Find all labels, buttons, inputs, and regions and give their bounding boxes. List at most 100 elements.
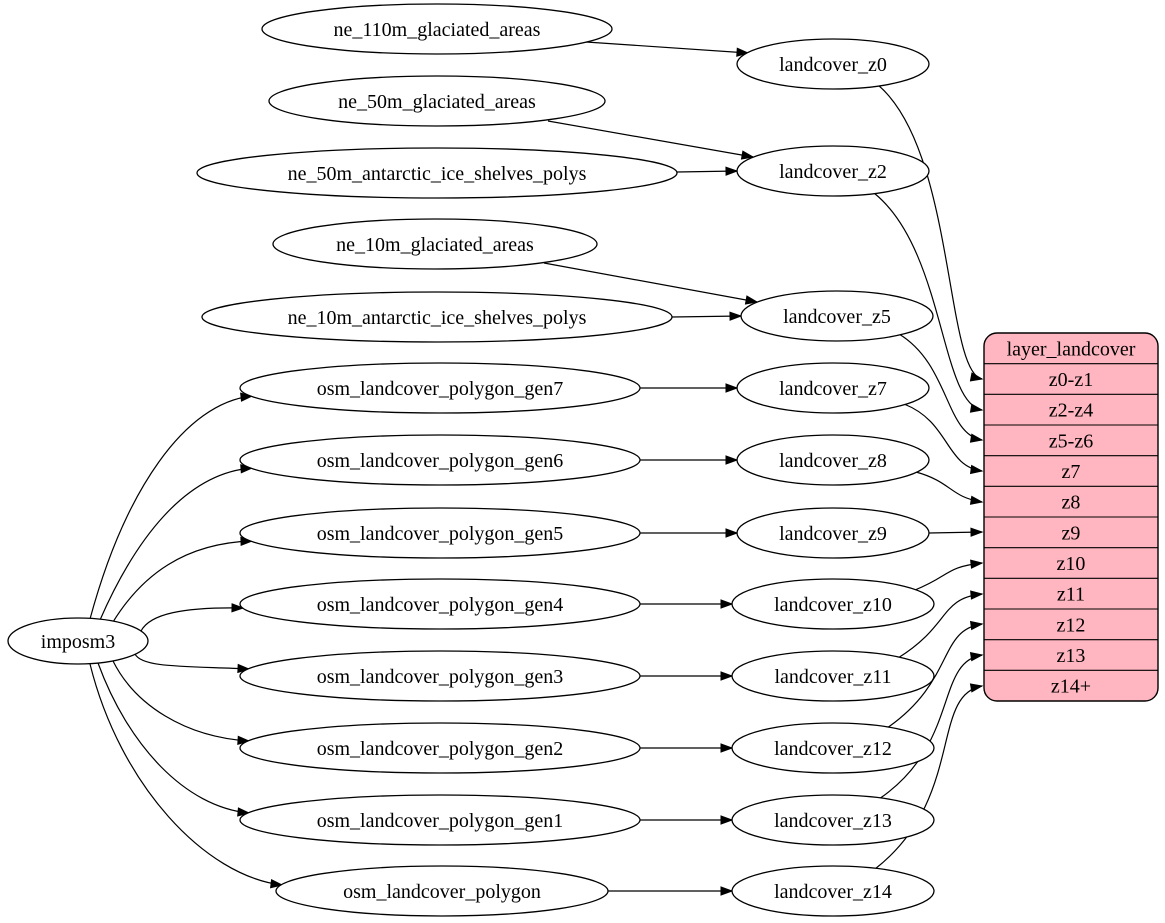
node-ne_10m_glaciated_areas: ne_10m_glaciated_areas xyxy=(272,218,598,270)
node-ne_110m_glaciated_areas-shape xyxy=(261,3,613,55)
node-osm_landcover_polygon_gen3-shape xyxy=(239,650,641,702)
arrowhead__edge__ne_50m_glaciated_areas__landcover_z2 xyxy=(740,150,755,160)
node-landcover_z13-label: landcover_z13 xyxy=(774,810,892,832)
edge__landcover_z2__layer_landcover:z2-z4 xyxy=(873,192,983,411)
node-landcover_z12: landcover_z12 xyxy=(731,722,935,774)
node-landcover_z2-label: landcover_z2 xyxy=(779,161,887,183)
edge__imposm3__osm_landcover_polygon_gen5 xyxy=(112,540,253,623)
node-imposm3-label: imposm3 xyxy=(41,631,115,653)
record-node-layer_landcover: layer_landcover z0-z1 z2-z4 z5-z6 z7 z8 z9 z10 z… xyxy=(983,332,1159,702)
node-ne_50m_antarctic_ice_shelves_polys: ne_50m_antarctic_ice_shelves_polys xyxy=(196,147,678,199)
node-landcover_z9-shape xyxy=(736,507,930,559)
edge__imposm3__osm_landcover_polygon_gen2 xyxy=(112,660,250,742)
node-ne_50m_glaciated_areas-shape xyxy=(268,75,606,127)
edge__imposm3__osm_landcover_polygon_gen6 xyxy=(99,467,253,621)
node-osm_landcover_polygon_gen4: osm_landcover_polygon_gen4 xyxy=(239,578,641,630)
node-osm_landcover_polygon_gen1-shape xyxy=(239,794,641,846)
edge__ne_10m_antarctic_ice_shelves_polys__landcover_z5 xyxy=(671,315,742,318)
node-landcover_z10: landcover_z10 xyxy=(731,578,935,630)
arrowhead__edge__landcover_z10__layer_landcover:z10 xyxy=(970,559,984,569)
edge__landcover_z12__layer_landcover:z12 xyxy=(886,623,983,729)
node-landcover_z8-label: landcover_z8 xyxy=(779,450,887,472)
edge__landcover_z0__layer_landcover:z0-z1 xyxy=(877,84,983,380)
node-ne_10m_antarctic_ice_shelves_polys: ne_10m_antarctic_ice_shelves_polys xyxy=(201,291,673,343)
arrowhead__edge__osm_landcover_polygon_gen6__landcover_z8 xyxy=(725,455,739,465)
record-row-z7: z7 xyxy=(1062,461,1081,483)
node-osm_landcover_polygon_gen4-shape xyxy=(239,578,641,630)
arrowhead__edge__osm_landcover_polygon__landcover_z14 xyxy=(720,886,734,896)
edge__ne_10m_glaciated_areas__landcover_z5 xyxy=(543,262,758,303)
node-landcover_z13: landcover_z13 xyxy=(731,794,935,846)
arrowhead__edge__ne_110m_glaciated_areas__landcover_z0 xyxy=(736,47,750,57)
node-landcover_z7-shape xyxy=(736,362,930,414)
record-row-z2-z4: z2-z4 xyxy=(1049,400,1093,422)
node-landcover_z11: landcover_z11 xyxy=(731,650,935,702)
node-landcover_z9: landcover_z9 xyxy=(736,507,930,559)
arrowhead__edge__landcover_z0__layer_landcover:z0-z1 xyxy=(969,372,984,382)
node-imposm3: imposm3 xyxy=(7,617,149,665)
record-row-z13: z13 xyxy=(1057,645,1086,667)
arrowhead__edge__ne_10m_antarctic_ice_shelves_polys__landcover_z5 xyxy=(729,311,743,321)
node-osm_landcover_polygon-shape xyxy=(275,865,609,917)
arrowhead__edge__landcover_z7__layer_landcover:z7 xyxy=(969,464,984,475)
node-landcover_z5-shape xyxy=(740,290,934,342)
arrowhead__edge__ne_10m_glaciated_areas__landcover_z5 xyxy=(744,295,759,305)
node-landcover_z5-label: landcover_z5 xyxy=(783,306,891,328)
record-row-z9: z9 xyxy=(1062,522,1081,544)
arrowhead__edge__landcover_z11__layer_landcover:z11 xyxy=(970,590,984,600)
record-row-z11: z11 xyxy=(1057,584,1085,606)
arrowhead__edge__osm_landcover_polygon_gen7__landcover_z7 xyxy=(725,383,739,393)
edge__imposm3__osm_landcover_polygon_gen4 xyxy=(140,607,244,632)
node-landcover_z2-shape xyxy=(736,145,930,197)
node-ne_110m_glaciated_areas: ne_110m_glaciated_areas xyxy=(261,3,613,55)
node-landcover_z0-label: landcover_z0 xyxy=(779,54,887,76)
record-row-z8: z8 xyxy=(1062,492,1081,514)
arrowhead__edge__landcover_z9__layer_landcover:z9 xyxy=(970,527,984,537)
node-landcover_z14-label: landcover_z14 xyxy=(774,881,892,903)
arrowhead__edge__osm_landcover_polygon_gen3__landcover_z11 xyxy=(720,671,734,681)
node-osm_landcover_polygon_gen5-label: osm_landcover_polygon_gen5 xyxy=(317,523,564,545)
node-landcover_z2: landcover_z2 xyxy=(736,145,930,197)
node-osm_landcover_polygon_gen6-shape xyxy=(239,434,641,486)
node-landcover_z0-shape xyxy=(736,38,930,90)
node-imposm3-shape xyxy=(7,617,149,665)
node-landcover_z9-label: landcover_z9 xyxy=(779,523,887,545)
edge__imposm3__osm_landcover_polygon_gen1 xyxy=(97,662,250,814)
edge__landcover_z14__layer_landcover:z14+ xyxy=(874,685,983,870)
arrowhead__edge__osm_landcover_polygon_gen5__landcover_z9 xyxy=(725,528,739,538)
node-landcover_z14-shape xyxy=(731,865,935,917)
node-ne_110m_glaciated_areas-label: ne_110m_glaciated_areas xyxy=(334,19,541,41)
arrowhead__edge__imposm3__osm_landcover_polygon xyxy=(270,878,284,889)
node-osm_landcover_polygon: osm_landcover_polygon xyxy=(275,865,609,917)
record-row-z10: z10 xyxy=(1057,553,1086,575)
edge__landcover_z5__layer_landcover:z5-z6 xyxy=(898,333,983,441)
node-osm_landcover_polygon_gen3-label: osm_landcover_polygon_gen3 xyxy=(317,666,564,688)
arrowhead__edge__landcover_z5__layer_landcover:z5-z6 xyxy=(969,433,984,443)
node-landcover_z0: landcover_z0 xyxy=(736,38,930,90)
node-landcover_z14: landcover_z14 xyxy=(731,865,935,917)
arrowhead__edge__imposm3__osm_landcover_polygon_gen4 xyxy=(231,603,245,613)
arrowhead__edge__osm_landcover_polygon_gen2__landcover_z12 xyxy=(720,743,734,753)
arrowhead__edge__landcover_z12__layer_landcover:z12 xyxy=(969,620,984,631)
node-landcover_z5: landcover_z5 xyxy=(740,290,934,342)
record-row-z12: z12 xyxy=(1057,614,1086,636)
arrowhead__edge__landcover_z14__layer_landcover:z14+ xyxy=(969,683,984,693)
node-ne_50m_antarctic_ice_shelves_polys-label: ne_50m_antarctic_ice_shelves_polys xyxy=(288,163,587,185)
node-landcover_z8: landcover_z8 xyxy=(736,434,930,486)
arrowhead__edge__landcover_z2__layer_landcover:z2-z4 xyxy=(969,403,984,413)
node-landcover_z11-shape xyxy=(731,650,935,702)
node-osm_landcover_polygon_gen6-label: osm_landcover_polygon_gen6 xyxy=(317,450,564,472)
node-osm_landcover_polygon_gen2-shape xyxy=(239,722,641,774)
record-row-z5-z6: z5-z6 xyxy=(1049,430,1093,452)
node-osm_landcover_polygon-label: osm_landcover_polygon xyxy=(343,881,541,903)
node-ne_10m_antarctic_ice_shelves_polys-label: ne_10m_antarctic_ice_shelves_polys xyxy=(288,307,587,329)
node-landcover_z11-label: landcover_z11 xyxy=(775,666,892,688)
node-landcover_z7-label: landcover_z7 xyxy=(779,378,887,400)
edge__ne_50m_glaciated_areas__landcover_z2 xyxy=(547,120,754,158)
record-title: layer_landcover xyxy=(1007,338,1136,360)
node-landcover_z12-label: landcover_z12 xyxy=(774,738,892,760)
edge__imposm3__osm_landcover_polygon xyxy=(89,663,283,886)
record-row-z0-z1: z0-z1 xyxy=(1049,369,1093,391)
